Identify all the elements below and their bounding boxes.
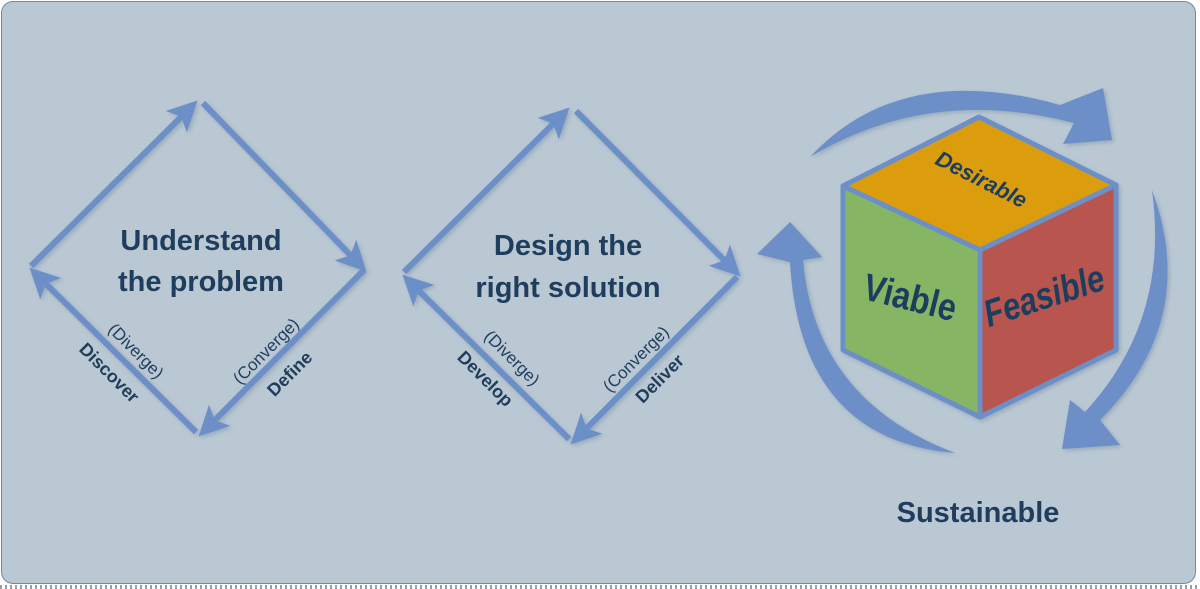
diamond-1-title-line1: Understand bbox=[120, 225, 281, 257]
develop-return-arrow bbox=[402, 274, 572, 442]
cycle-arrow-right bbox=[1062, 190, 1168, 449]
diamond-1 bbox=[28, 100, 367, 437]
cube bbox=[840, 114, 1119, 420]
cycle-arrows bbox=[757, 88, 1168, 453]
diamond-2-title-line1: Design the bbox=[494, 230, 642, 262]
deliver-down-arrow bbox=[573, 108, 741, 277]
diamond-2 bbox=[401, 107, 741, 445]
define-return-arrow bbox=[198, 267, 367, 437]
footer-strip bbox=[0, 585, 1200, 589]
cycle-arrow-left bbox=[757, 222, 955, 453]
deliver-return-arrow bbox=[570, 274, 740, 445]
cube-right-face bbox=[977, 182, 1119, 420]
develop-up-arrow bbox=[401, 107, 570, 275]
cube-caption-sustainable: Sustainable bbox=[897, 497, 1060, 529]
discover-return-arrow bbox=[29, 267, 199, 435]
cycle-arrow-top bbox=[810, 88, 1112, 157]
define-down-arrow bbox=[200, 100, 367, 272]
diamond-1-title-line2: the problem bbox=[118, 266, 284, 298]
discover-up-arrow bbox=[28, 100, 198, 269]
diamond-2-title-line2: right solution bbox=[475, 272, 660, 304]
